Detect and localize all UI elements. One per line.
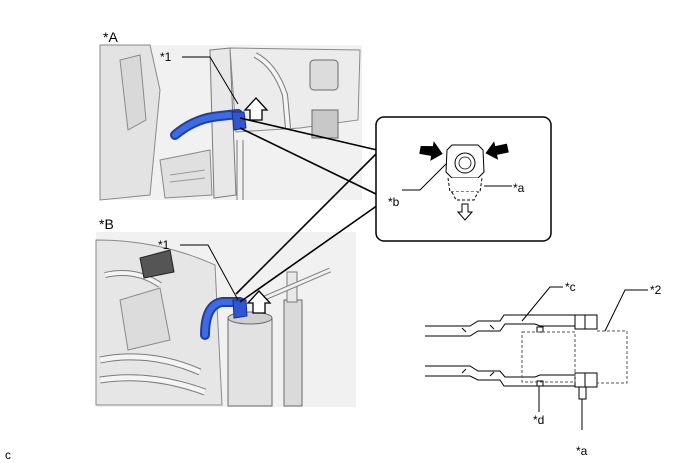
view-a-illustration	[99, 44, 362, 201]
view-a-label: *A	[103, 29, 118, 45]
callout-2: *2	[650, 283, 662, 297]
push-arrow-right	[485, 141, 509, 160]
callout-1-view-b: *1	[158, 238, 170, 252]
callout-a-inset: *a	[513, 181, 525, 195]
release-down-arrow	[456, 203, 474, 221]
view-b-label: *B	[99, 216, 114, 232]
callout-1-view-a: *1	[160, 50, 172, 64]
push-arrow-left	[419, 141, 443, 161]
cross-section	[425, 286, 648, 430]
callout-d: *d	[533, 413, 545, 427]
inset-detail	[375, 116, 552, 242]
view-b-illustration	[95, 232, 356, 407]
zoom-line-b2	[235, 149, 381, 295]
pull-up-arrow-b	[246, 290, 272, 314]
zoom-line-a	[239, 117, 378, 151]
zoom-line-a2	[239, 127, 379, 196]
footer-code: c	[5, 448, 11, 462]
callout-c: *c	[565, 280, 576, 294]
zoom-line-b	[239, 204, 379, 303]
pull-up-arrow-a	[243, 97, 269, 121]
callout-a-section: *a	[576, 444, 588, 458]
callout-b: *b	[388, 195, 400, 209]
